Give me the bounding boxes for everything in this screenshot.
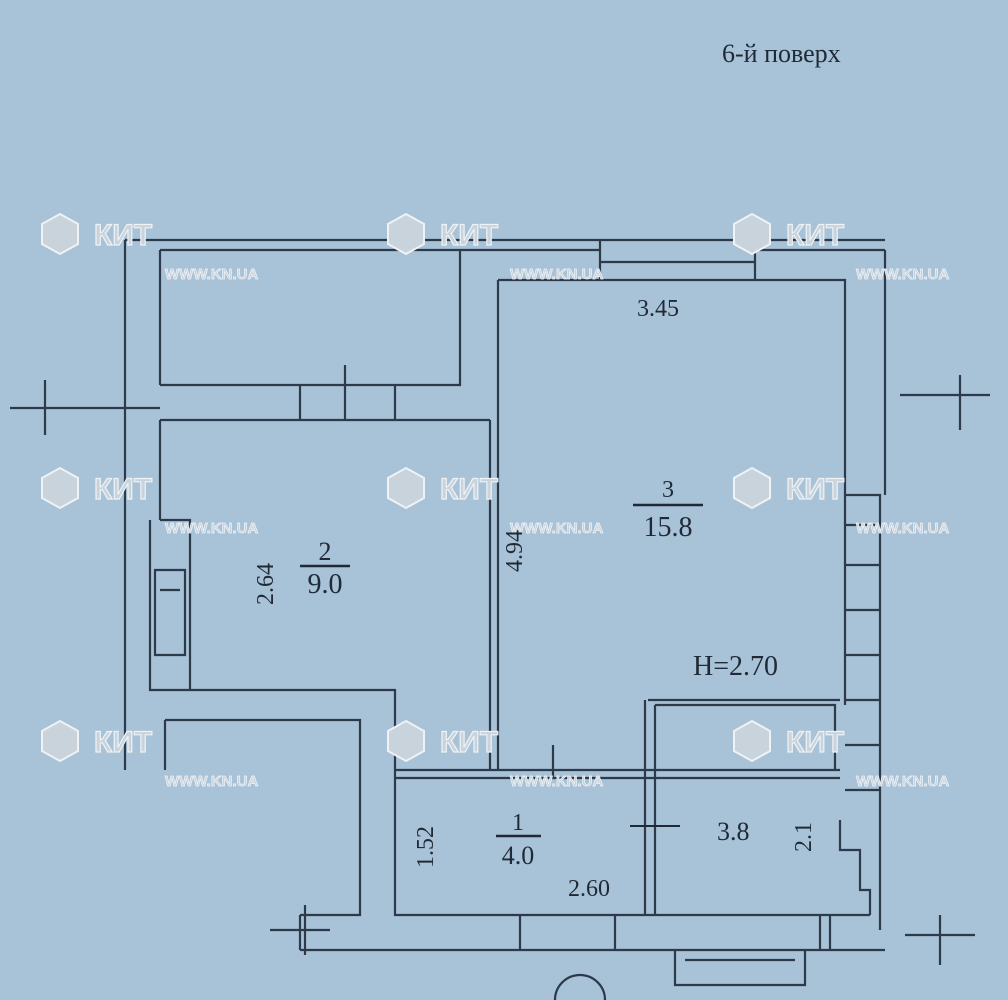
room3-number: 3	[662, 477, 674, 503]
kit-logo-icon	[733, 719, 771, 763]
bath-area: 3.8	[717, 817, 750, 846]
watermark-brand: КИТ	[786, 726, 844, 759]
room1-length: 2.60	[568, 876, 610, 902]
kit-logo-icon	[387, 719, 425, 763]
watermark-brand: КИТ	[440, 726, 498, 759]
walls	[123, 238, 887, 1000]
watermark-brand: КИТ	[94, 219, 152, 252]
watermark-url: WWW.KN.UA	[165, 520, 258, 537]
watermarks: КИТ КИТ КИТ КИТ КИТ КИТ КИТ КИТ КИТ WWW.…	[41, 212, 950, 790]
room3-length: 4.94	[502, 530, 528, 572]
watermark-brand: КИТ	[94, 473, 152, 506]
watermark-url: WWW.KN.UA	[510, 773, 603, 790]
watermark-brand: КИТ	[94, 726, 152, 759]
kit-logo-icon	[41, 212, 79, 256]
labels: 6-й поверх 3.45 3 15.8 4.94 H=2.70 2.64 …	[253, 39, 841, 902]
room1-number: 1	[512, 810, 524, 836]
kit-logo-icon	[387, 466, 425, 510]
watermark-brand: КИТ	[786, 219, 844, 252]
kit-logo-icon	[733, 466, 771, 510]
kit-logo-icon	[41, 719, 79, 763]
room3-area: 15.8	[644, 512, 693, 543]
kit-logo-icon	[387, 212, 425, 256]
watermark-brand: КИТ	[786, 473, 844, 506]
ceiling-height: H=2.70	[693, 651, 778, 682]
watermark-url: WWW.KN.UA	[165, 773, 258, 790]
watermark-url: WWW.KN.UA	[510, 266, 603, 283]
axis-markers	[10, 375, 990, 965]
watermark-url: WWW.KN.UA	[856, 773, 949, 790]
room2-width: 2.64	[253, 563, 279, 605]
kit-logo-icon	[733, 212, 771, 256]
watermark-url: WWW.KN.UA	[856, 520, 949, 537]
room1-width: 1.52	[413, 826, 439, 868]
room2-area: 9.0	[308, 569, 343, 600]
floor-label: 6-й поверх	[722, 39, 841, 68]
watermark-url: WWW.KN.UA	[510, 520, 603, 537]
bath-width: 2.1	[791, 822, 817, 852]
room3-width: 3.45	[637, 296, 679, 322]
kit-logo-icon	[41, 466, 79, 510]
room1-area: 4.0	[502, 841, 535, 870]
watermark-brand: КИТ	[440, 473, 498, 506]
room2-number: 2	[319, 537, 332, 566]
watermark-url: WWW.KN.UA	[165, 266, 258, 283]
watermark-brand: КИТ	[440, 219, 498, 252]
watermark-url: WWW.KN.UA	[856, 266, 949, 283]
